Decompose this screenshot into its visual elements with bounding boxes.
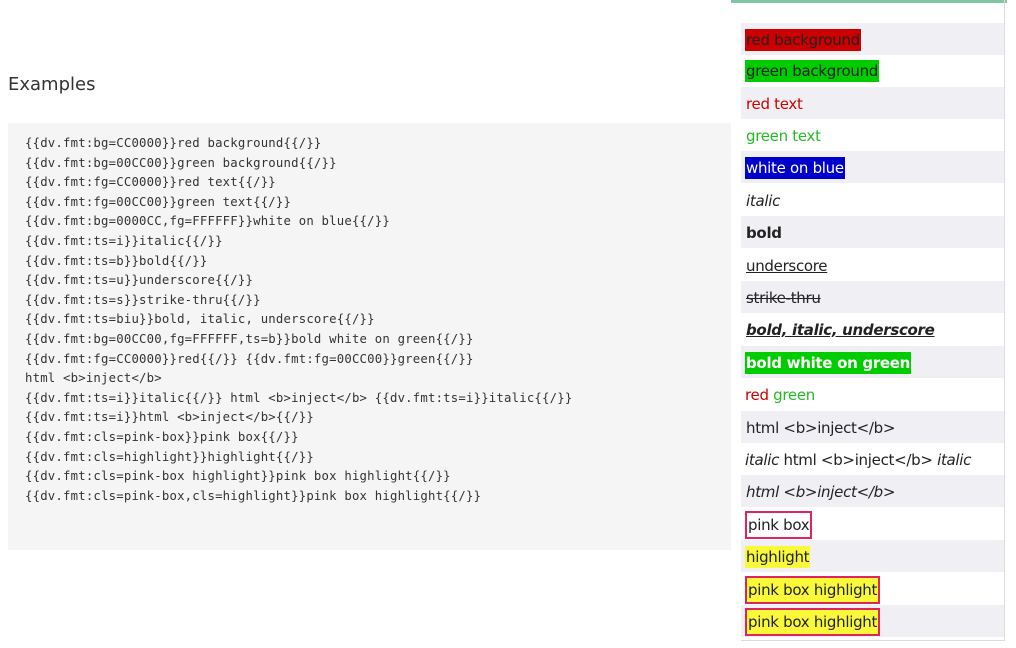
code-block: {{dv.fmt:bg=CC0000}}red background{{/}} {… — [8, 123, 731, 550]
table-row: bold, italic, underscore — [741, 313, 1004, 345]
bold-text: bold — [746, 223, 782, 242]
table-row: underscore — [741, 249, 1004, 281]
code-line: {{dv.fmt:ts=i}}html <b>inject</b>{{/}} — [25, 410, 314, 425]
code-line: {{dv.fmt:fg=CC0000}}red text{{/}} — [25, 175, 276, 190]
italic-text: italic — [746, 191, 781, 210]
underscore-text: underscore — [746, 256, 828, 275]
code-line: {{dv.fmt:fg=00CC00}}green text{{/}} — [25, 194, 292, 209]
table-row: bold white on green — [741, 346, 1004, 378]
red-text: red text — [746, 94, 803, 113]
html-inject-middle: html <b>inject</b> — [783, 450, 933, 469]
table-row: green text — [741, 119, 1004, 151]
strike-thru-text: strike-thru — [746, 288, 821, 307]
code-line: {{dv.fmt:bg=CC0000}}red background{{/}} — [25, 136, 322, 150]
pink-box-highlight-text: pink box highlight — [745, 575, 881, 604]
green-text: green text — [746, 126, 821, 145]
code-line: {{dv.fmt:cls=pink-box,cls=highlight}}pin… — [25, 488, 482, 503]
italic-html-inject-text: html <b>inject</b> — [746, 482, 896, 501]
table-row: red green — [741, 378, 1004, 410]
code-line: {{dv.fmt:cls=pink-box highlight}}pink bo… — [25, 469, 451, 484]
code-line: {{dv.fmt:bg=00CC00}}green background{{/}… — [25, 155, 337, 170]
table-row: pink box highlight — [741, 605, 1004, 637]
red-word: red — [745, 385, 769, 404]
code-line: html <b>inject</b> — [25, 371, 162, 386]
code-line: {{dv.fmt:fg=CC0000}}red{{/}} {{dv.fmt:fg… — [25, 351, 474, 366]
html-inject-text: html <b>inject</b> — [746, 418, 896, 437]
table-row: italic html <b>inject</b> italic — [741, 443, 1004, 475]
page-heading: Examples — [8, 74, 96, 95]
code-line: {{dv.fmt:ts=i}}italic{{/}} — [25, 233, 223, 248]
red-background-text: red background — [745, 28, 861, 51]
table-row: bold — [741, 216, 1004, 248]
code-line: {{dv.fmt:ts=biu}}bold, italic, underscor… — [25, 312, 375, 327]
pink-box-text: pink box — [745, 510, 813, 539]
table-row: pink box — [741, 508, 1004, 540]
table-row: html <b>inject</b> — [741, 411, 1004, 443]
table-row: green background — [741, 54, 1004, 86]
highlight-text: highlight — [745, 545, 811, 568]
table-row: html <b>inject</b> — [741, 475, 1004, 507]
white-on-blue-text: white on blue — [745, 156, 845, 179]
bold-italic-underscore-text: bold, italic, underscore — [746, 320, 935, 339]
code-line: {{dv.fmt:ts=i}}italic{{/}} html <b>injec… — [25, 390, 573, 405]
table-row: highlight — [741, 540, 1004, 572]
code-line: {{dv.fmt:cls=highlight}}highlight{{/}} — [25, 449, 314, 464]
bold-white-on-green-text: bold white on green — [745, 351, 912, 374]
table-row: red text — [741, 87, 1004, 119]
italic-word-right: italic — [937, 450, 972, 469]
green-background-text: green background — [745, 59, 880, 82]
code-line: {{dv.fmt:ts=b}}bold{{/}} — [25, 253, 208, 268]
code-line: {{dv.fmt:ts=s}}strike-thru{{/}} — [25, 292, 261, 307]
green-word: green — [773, 385, 815, 404]
table-row: pink box highlight — [741, 573, 1004, 605]
table-row: white on blue — [741, 151, 1004, 183]
code-line: {{dv.fmt:cls=pink-box}}pink box{{/}} — [25, 429, 299, 444]
table-row: red background — [741, 23, 1004, 55]
table-row: italic — [741, 184, 1004, 216]
rendered-output-table: red background green background red text… — [741, 0, 1005, 641]
pink-box-highlight-text-2: pink box highlight — [745, 607, 881, 636]
code-line: {{dv.fmt:bg=00CC00,fg=FFFFFF,ts=b}}bold … — [25, 331, 474, 346]
table-row: strike-thru — [741, 281, 1004, 313]
italic-word-left: italic — [745, 450, 780, 469]
code-line: {{dv.fmt:bg=0000CC,fg=FFFFFF}}white on b… — [25, 214, 390, 229]
code-line: {{dv.fmt:ts=u}}underscore{{/}} — [25, 273, 254, 288]
table-top-border — [731, 0, 1007, 3]
